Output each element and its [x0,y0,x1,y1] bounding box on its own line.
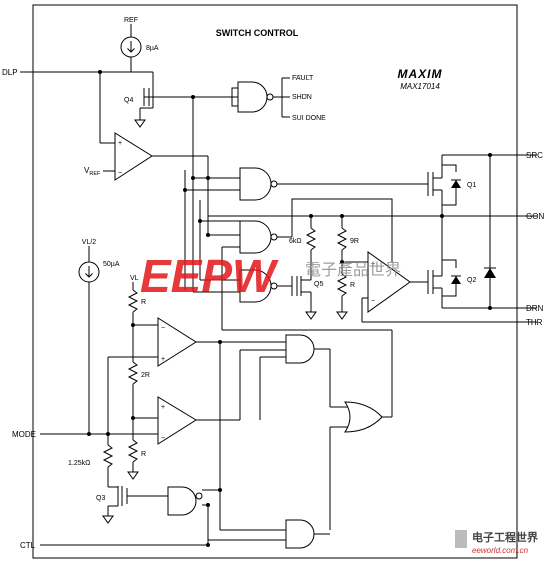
vl-label: VL [130,275,139,282]
q5-label: Q5 [314,281,323,288]
diode-src-drn [484,268,496,278]
q3-label: Q3 [96,495,105,502]
vref-label: VREF [84,166,101,177]
q4-transistor [140,86,163,109]
ground-divider [336,311,348,320]
resistor-r-bottom [127,439,139,463]
and-mode-upper [285,334,315,364]
svg-text:+: + [118,140,122,147]
pin-ctl: CTL [20,541,36,550]
q1-label: Q1 [467,182,476,189]
q1-transistor [427,155,461,216]
q5-transistor [291,276,312,312]
svg-text:−: − [118,170,122,177]
ground-q4 [134,119,146,128]
svg-text:+: + [161,356,165,363]
comparator-high [157,317,197,367]
ground-q3 [102,515,114,524]
fault-label: FAULT [292,75,314,82]
pin-drn: DRN [526,304,544,313]
resistor-r-div [336,273,348,297]
resistor-9r [336,227,348,251]
maxim-logo: MAXIM [398,67,443,81]
resistor-2r [127,361,139,385]
vl-current-value: 50µA [103,261,120,268]
svg-text:电子工程世界: 电子工程世界 [472,530,538,544]
ground-divider-vl [127,471,139,480]
svg-text:eeworld.com.cn: eeworld.com.cn [472,546,529,555]
r1-label: R [141,299,146,306]
svg-text:−: − [161,325,165,332]
pin-src: SRC [526,151,543,160]
nand-q3-driver [167,486,203,516]
sui-done-label: SUI DONE [292,115,326,122]
eeworld-watermark: 电子工程世界 eeworld.com.cn [455,530,538,555]
resistor-r-top [127,289,139,313]
resistor-1k25 [102,444,114,468]
part-number: MAX17014 [400,82,440,91]
svg-text:電子產品世界: 電子產品世界 [305,261,401,279]
r-div-label: R [350,282,355,289]
r2-label: 2R [141,372,150,379]
and-ctl [285,519,315,549]
r3-label: R [141,451,146,458]
or-gate [344,401,383,433]
q3-transistor [108,486,168,507]
pin-mode: MODE [12,430,36,439]
r-6k-label: 6kΩ [289,238,302,245]
svg-text:EEPW: EEPW [140,250,279,302]
q2-transistor [427,216,461,308]
ic-boundary [32,4,518,559]
nand-q1-driver [239,167,278,201]
r-1k25-label: 1.25kΩ [68,460,90,467]
pin-dlp: DLP [2,68,18,77]
svg-text:−: − [371,298,375,305]
q4-label: Q4 [124,97,133,104]
q2-label: Q2 [467,277,476,284]
ref-current-value: 8µA [146,45,159,52]
pin-gon: GON [526,212,544,221]
vl-half-label: VL/2 [82,239,97,246]
pin-thr: THR [526,318,543,327]
block-title: SWITCH CONTROL [216,28,299,38]
svg-text:+: + [371,261,375,268]
shdn-label: SHDN [292,94,312,101]
eepw-watermark: EEPW 電子產品世界 [140,250,401,302]
svg-text:−: − [161,435,165,442]
comparator-low [157,396,197,445]
ground-q5 [305,311,317,320]
nand-status [237,81,274,113]
ref-label: REF [124,17,138,24]
comparator-dlp [114,132,153,181]
nand-gon-driver [239,220,278,254]
nand-q5-driver [239,269,278,303]
comparator-thr [367,251,411,313]
resistor-6k [305,227,317,251]
r-9r-label: 9R [350,238,359,245]
svg-text:+: + [161,404,165,411]
